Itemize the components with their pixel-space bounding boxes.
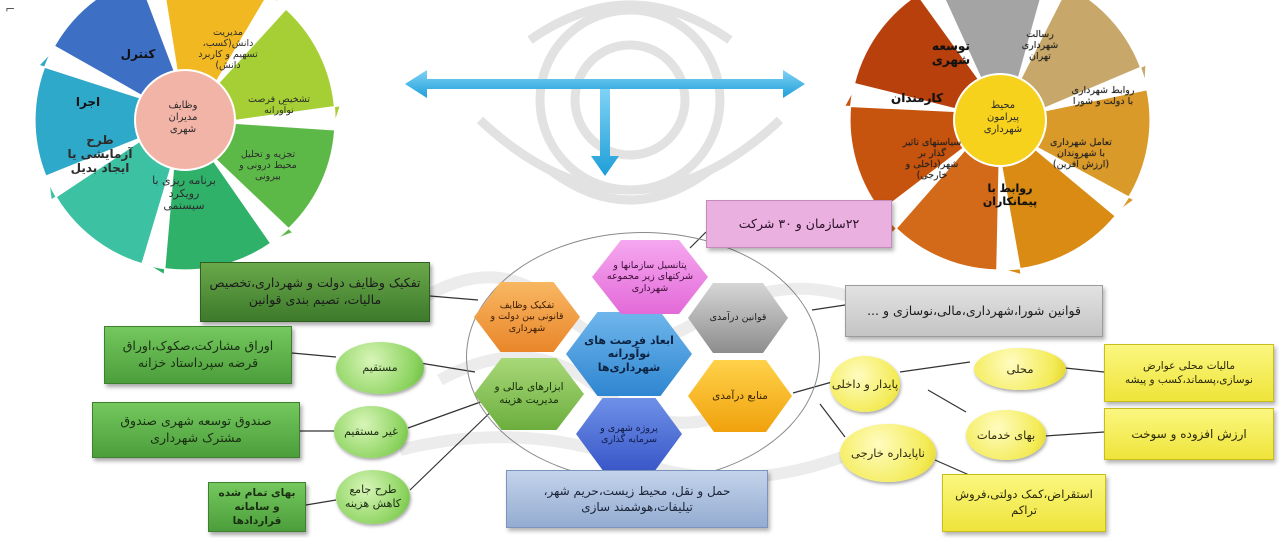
box-local-taxes: مالیات محلی عوارض نوسازی،پسماند،کسب و پی… — [1104, 344, 1274, 402]
corner-mark: ⌐ — [5, 2, 16, 16]
cycle-hub — [953, 73, 1047, 167]
box-value-added: ارزش افزوده و سوخت — [1104, 408, 1274, 460]
box-organizations: ۲۲سازمان و ۳۰ شرکت — [706, 200, 892, 248]
cycle-center-label: محیط پیرامون شهرداری — [983, 100, 1023, 135]
segment-opportunity: تشخیص فرصت نوآورانه — [248, 94, 310, 116]
down-arrow — [591, 89, 619, 176]
oval-local: محلی — [974, 348, 1066, 390]
segment-control: کنترل — [120, 47, 156, 61]
segment-gov-relations: روابط شهرداری با دولت و شورا — [1071, 85, 1135, 107]
segment-urban-development: توسعه شهری — [931, 39, 971, 67]
segment-knowledge: مدیریت دانش(کسب، تسهیم و کاربرد دانش) — [198, 27, 258, 71]
hex-revenue-laws: قوانین درآمدی — [688, 283, 788, 353]
horizontal-arrow — [405, 70, 805, 98]
segment-mission: رسالت شهرداری تهران — [1021, 29, 1059, 62]
oval-cost-plan: طرح جامع کاهش هزینه — [336, 470, 410, 524]
cycle-ring — [843, 0, 1151, 276]
cycle-ring — [34, 0, 342, 276]
segment-policies: سیاستهای تاثیر گذار بر شهر(داخلی و خارجی… — [902, 137, 962, 181]
segment-execute: اجرا — [75, 95, 101, 109]
segment-pilot: طرح آزمایشی یا ایجاد بدیل — [67, 133, 133, 175]
box-urban-fund: صندوق توسعه شهری صندوق مشترک شهرداری — [92, 402, 300, 458]
cycle-hub — [134, 69, 236, 171]
segment-contractors: روابط با پیمانکاران — [982, 182, 1038, 208]
oval-unstable-external: ناپایداره خارجی — [840, 424, 936, 482]
oval-services-price: بهای خدمات — [966, 410, 1046, 460]
box-duty-separation: تفکیک وظایف دولت و شهرداری،تخصیص مالیات،… — [200, 262, 430, 322]
hex-urban-projects: پروژه شهری و سرمایه گذاری — [576, 398, 682, 470]
connector-arrows — [405, 70, 805, 176]
box-urban-projects: حمل و نقل، محیط زیست،حریم شهر، تیلیفات،ه… — [506, 470, 768, 528]
segment-citizens: تعامل شهرداری با شهروندان (ارزش آفرین) — [1050, 137, 1112, 170]
box-final-price: بهای تمام شده و سامانه قراردادها — [208, 482, 306, 532]
oval-stable-internal: پایدار و داخلی — [830, 356, 900, 412]
oval-direct: مستقیم — [336, 342, 424, 394]
box-revenue-laws: قوانین شورا،شهرداری،مالی،نوسازی و ... — [845, 285, 1103, 337]
manager-duties-cycle: وظایف مدیران شهری کنترل مدیریت دانش(کسب،… — [20, 0, 350, 276]
hex-center: ابعاد فرصت های نوآورانه شهرداری‌ها — [566, 312, 692, 396]
oval-indirect: غیر مستقیم — [334, 406, 408, 458]
segment-planning: برنامه ریزی با رویکرد سیستمی — [152, 174, 216, 213]
box-borrowing: استقراض،کمک دولتی،فروش تراکم — [942, 474, 1106, 532]
cycle-center-label: وظایف مدیران شهری — [168, 100, 198, 135]
segment-analysis: تجزیه و تحلیل محیط درونی و بیرونی — [239, 149, 297, 182]
box-partnership-bonds: اوراق مشارکت،صکوک،اوراق قرضه سپرداستاد خ… — [104, 326, 292, 384]
municipality-environment-cycle: محیط پیرامون شهرداری رسالت شهرداری تهران… — [830, 0, 1170, 276]
segment-employees: کارمندان — [890, 91, 943, 105]
